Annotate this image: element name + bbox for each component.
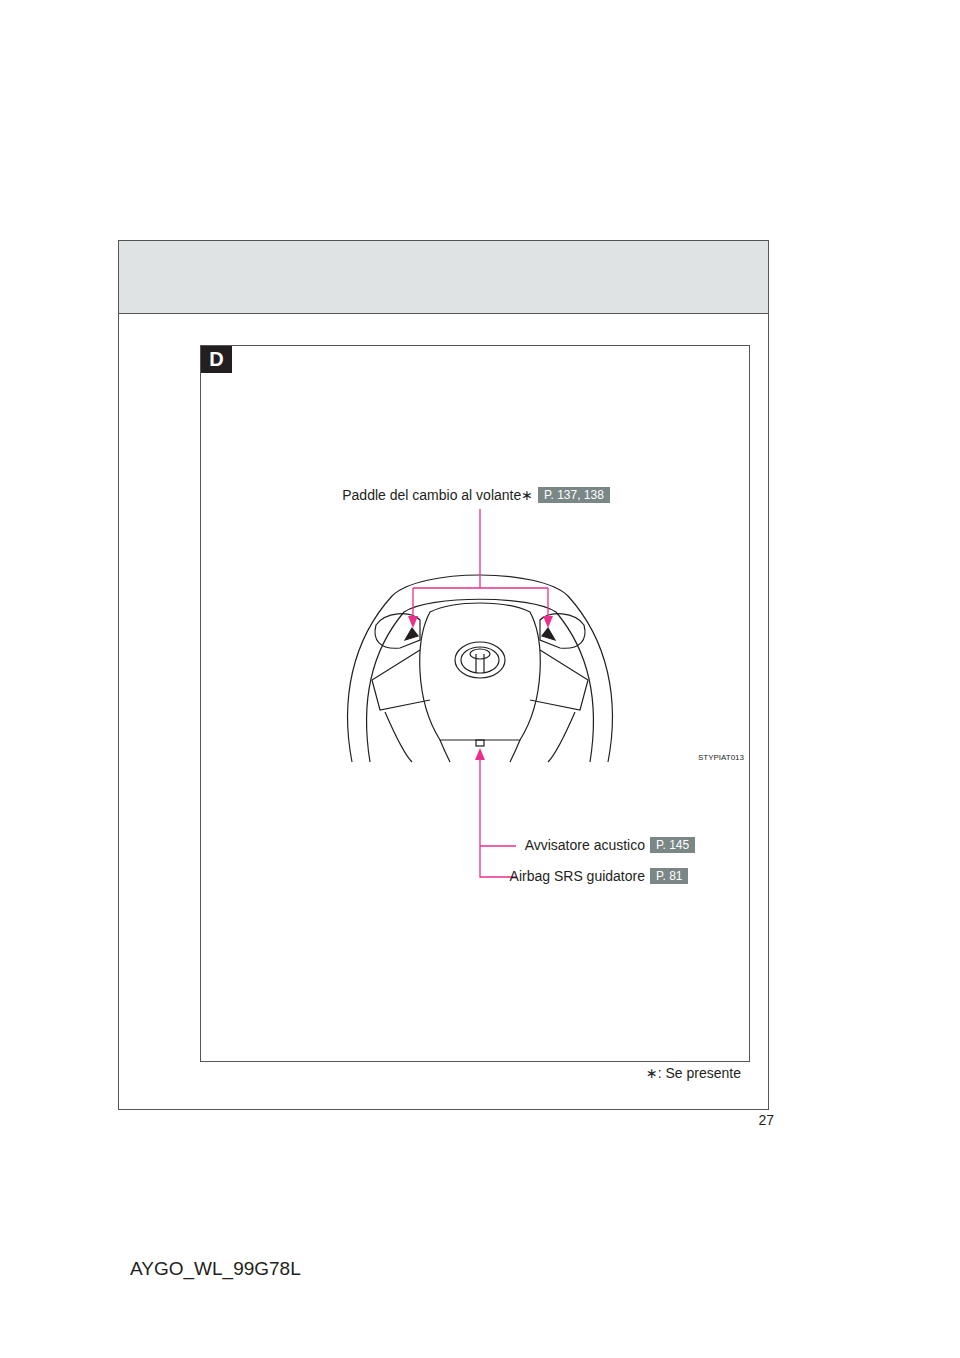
document-code: AYGO_WL_99G78L [130,1258,301,1281]
part-name: Airbag SRS guidatore [510,868,645,885]
part-name: Avvisatore acustico [525,837,645,854]
header-rule [119,313,768,314]
outer-frame [119,241,769,1110]
page-reference: P. 137, 138 [538,487,610,503]
page-reference: P. 81 [650,868,688,884]
page-number: 27 [758,1112,774,1129]
figure-code: STYPIAT013 [698,753,744,763]
header-band [119,241,768,313]
arrowheads [408,616,553,760]
section-letter: D [201,346,232,373]
steering-wheel [348,575,613,762]
page-reference: P. 145 [650,837,695,853]
footnote: ∗: Se presente [646,1065,741,1082]
part-name: Paddle del cambio al volante∗ [342,487,533,504]
leader-lines [413,509,548,877]
inner-frame [201,346,750,1062]
